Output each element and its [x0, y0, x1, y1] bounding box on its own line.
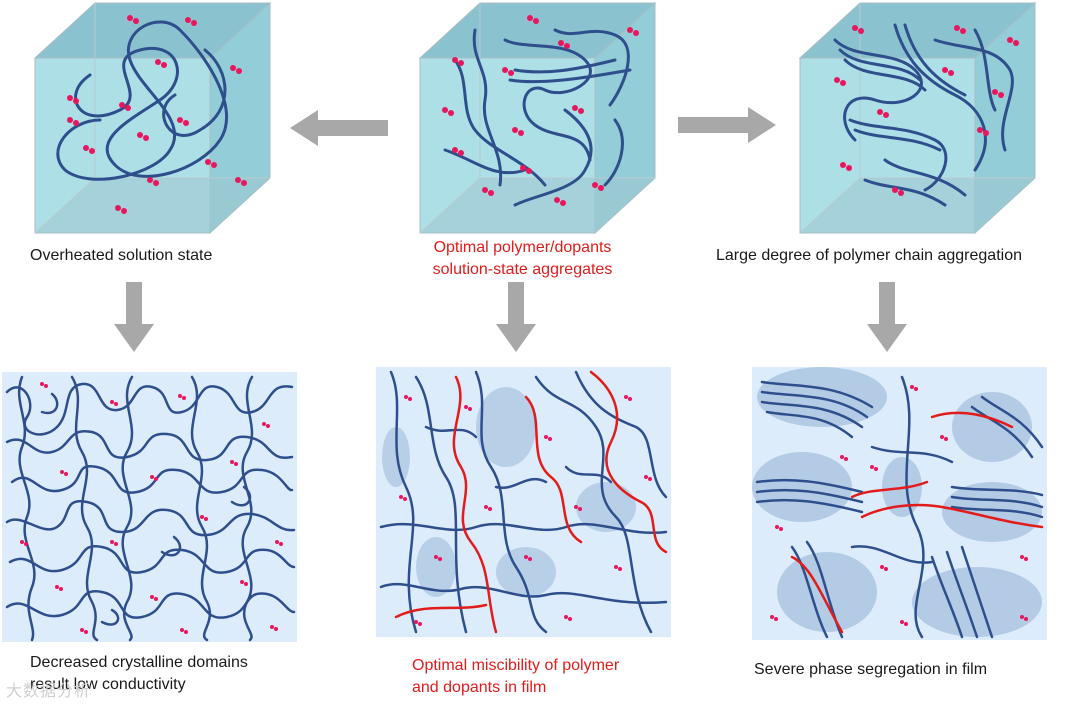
caption-phase-segregation: Severe phase segregation in film: [754, 659, 987, 681]
cube-overheated: [30, 0, 275, 240]
cube-optimal: [415, 0, 660, 240]
arrow-down-icon: [494, 282, 538, 354]
caption-line: solution-state aggregates: [390, 259, 655, 281]
caption-optimal-miscibility: Optimal miscibility of polymer and dopan…: [412, 655, 619, 699]
arrow-down-icon: [112, 282, 156, 354]
caption-aggregation: Large degree of polymer chain aggregatio…: [716, 245, 1022, 267]
arrow-left-icon: [290, 108, 390, 148]
caption-line: Optimal miscibility of polymer: [412, 655, 619, 677]
arrow-down-icon: [865, 282, 909, 354]
caption-line: Optimal polymer/dopants: [390, 237, 655, 259]
caption-line: Decreased crystalline domains: [30, 652, 248, 674]
caption-line: and dopants in film: [412, 677, 619, 699]
arrow-right-icon: [676, 105, 776, 145]
film-phase-segregation: [752, 367, 1047, 640]
watermark: 大数据分析: [6, 677, 91, 701]
caption-optimal-solution: Optimal polymer/dopants solution-state a…: [390, 237, 655, 281]
film-optimal-miscibility: [376, 367, 671, 637]
caption-overheated: Overheated solution state: [30, 245, 212, 267]
film-low-conductivity: [2, 372, 297, 642]
cube-aggregation: [795, 0, 1040, 240]
